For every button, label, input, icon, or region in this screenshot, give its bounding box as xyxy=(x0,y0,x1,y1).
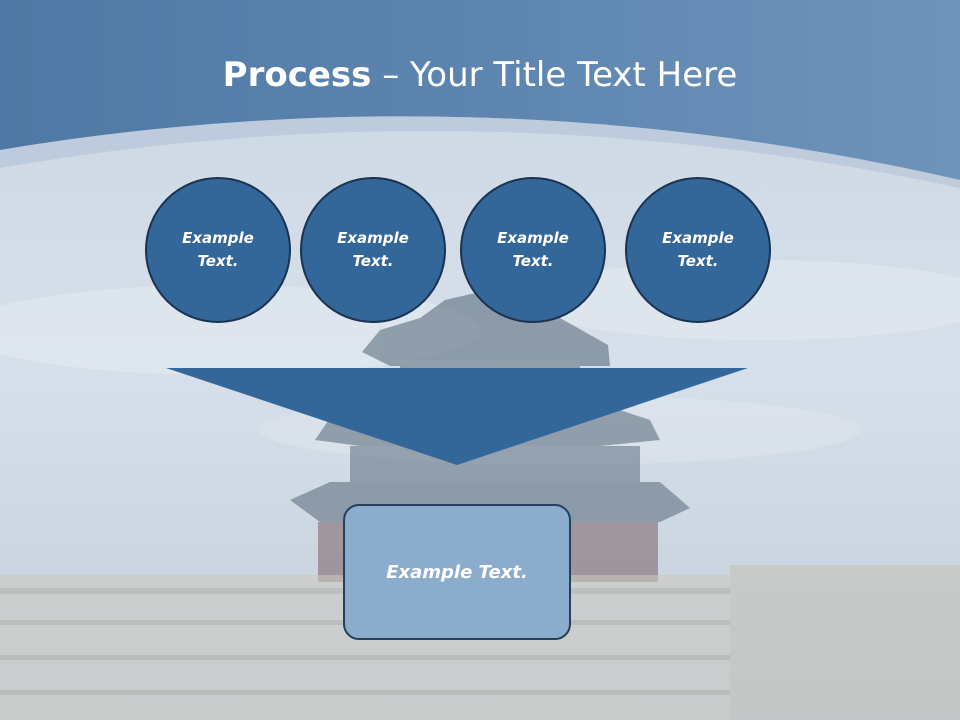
circle-text-line1: Example xyxy=(337,229,409,247)
down-arrow-triangle[interactable] xyxy=(166,368,748,465)
circle-text-line1: Example xyxy=(182,229,254,247)
circle-text-line2: Text. xyxy=(352,252,394,270)
result-box-text: Example Text. xyxy=(386,561,528,583)
circle-text-line1: Example xyxy=(662,229,734,247)
title-bold-part: Process xyxy=(222,55,372,95)
title-dash: – xyxy=(371,55,411,95)
slide-title: Process – Your Title Text Here xyxy=(0,52,960,98)
title-rest: Your Title Text Here xyxy=(410,55,738,95)
circle-text-line2: Text. xyxy=(512,252,554,270)
circle-text-line2: Text. xyxy=(677,252,719,270)
result-box[interactable]: Example Text. xyxy=(343,504,571,640)
circle-text-line1: Example xyxy=(497,229,569,247)
circle-text-line2: Text. xyxy=(197,252,239,270)
